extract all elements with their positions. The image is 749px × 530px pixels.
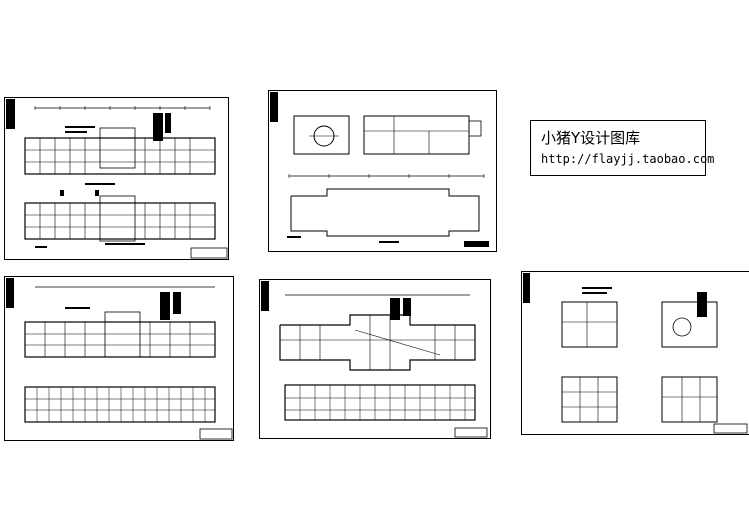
drawing-sheet-1 — [4, 97, 229, 260]
watermark-title: 小猪Y设计图库 — [541, 129, 641, 147]
drawing-sheet-4 — [259, 279, 491, 439]
drawing-sheet-3 — [4, 276, 234, 441]
watermark-stamp: 小猪Y设计图库 http://flayjj.taobao.com — [530, 120, 714, 176]
sheet-2-drawing — [270, 92, 489, 247]
watermark-url[interactable]: http://flayjj.taobao.com — [541, 152, 715, 166]
drawing-sheet-5 — [521, 271, 749, 435]
sheet-5-drawing — [523, 273, 748, 434]
drawing-sheet-2 — [268, 90, 497, 252]
sheet-1-drawing — [6, 99, 228, 259]
sheet-3-drawing — [6, 278, 233, 440]
sheet-4-drawing — [261, 281, 488, 438]
